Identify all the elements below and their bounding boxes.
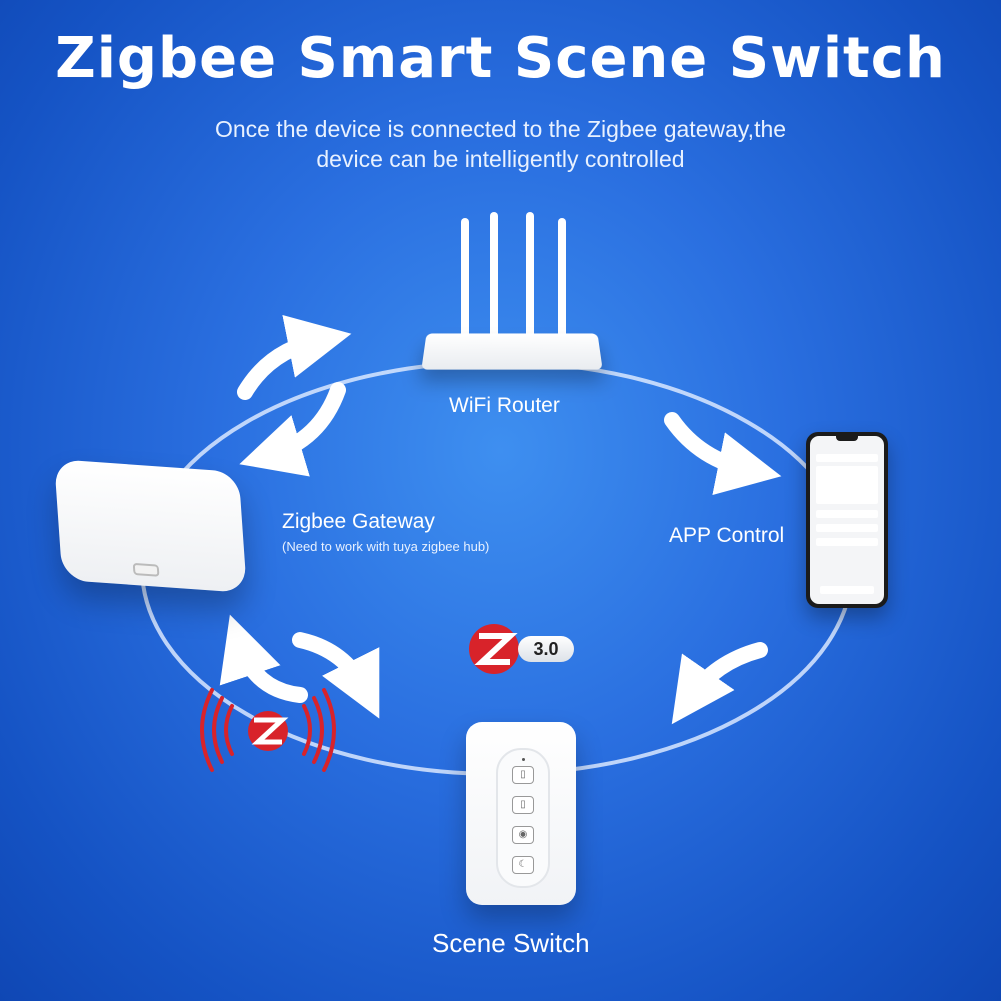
arrow-app-to-switch xyxy=(671,642,768,725)
router-antennas xyxy=(461,212,566,342)
phone-device xyxy=(806,432,888,608)
arrow-gateway-to-router xyxy=(237,314,352,400)
zigbee-3-logo-icon xyxy=(469,624,519,674)
zigbee-version: 3.0 xyxy=(518,636,574,662)
scene-switch-device: ▯ ▯ ◉ ☾ xyxy=(466,722,576,905)
gateway-label: Zigbee Gateway xyxy=(282,510,435,533)
subtitle-line-1: Once the device is connected to the Zigb… xyxy=(214,116,787,142)
usb-port-icon xyxy=(132,562,160,577)
switch-button-pad: ▯ ▯ ◉ ☾ xyxy=(496,748,550,888)
app-row xyxy=(816,454,878,462)
app-row xyxy=(816,538,878,546)
page-subtitle: Once the device is connected to the Zigb… xyxy=(0,114,1001,174)
app-grid xyxy=(816,466,878,504)
router-label: WiFi Router xyxy=(449,394,560,417)
arrow-gateway-to-switch xyxy=(292,632,380,719)
router-device xyxy=(421,333,603,370)
gateway-device xyxy=(54,459,247,593)
scene-button-1: ▯ xyxy=(512,766,534,784)
connection-ring xyxy=(140,360,854,776)
indicator-light xyxy=(522,758,525,761)
app-label: APP Control xyxy=(669,524,785,547)
subtitle-line-2: device can be intelligently controlled xyxy=(316,146,685,172)
arrow-router-to-gateway xyxy=(239,382,346,477)
phone-screen xyxy=(810,436,884,604)
signal-wave-icon xyxy=(200,688,336,772)
phone-notch xyxy=(836,436,858,441)
app-remove-button xyxy=(820,586,874,594)
page-title: Zigbee Smart Scene Switch xyxy=(55,26,946,91)
scene-button-2: ▯ xyxy=(512,796,534,814)
arrow-switch-to-gateway xyxy=(219,614,308,703)
zigbee-logo-icon xyxy=(248,711,289,751)
scene-button-4: ☾ xyxy=(512,856,534,874)
app-row xyxy=(816,510,878,518)
zigbee-badge: 3.0 xyxy=(466,624,576,674)
gateway-note: (Need to work with tuya zigbee hub) xyxy=(282,539,490,554)
switch-label: Scene Switch xyxy=(432,928,590,958)
arrow-router-to-app xyxy=(664,412,782,496)
app-row xyxy=(816,524,878,532)
scene-button-3: ◉ xyxy=(512,826,534,844)
